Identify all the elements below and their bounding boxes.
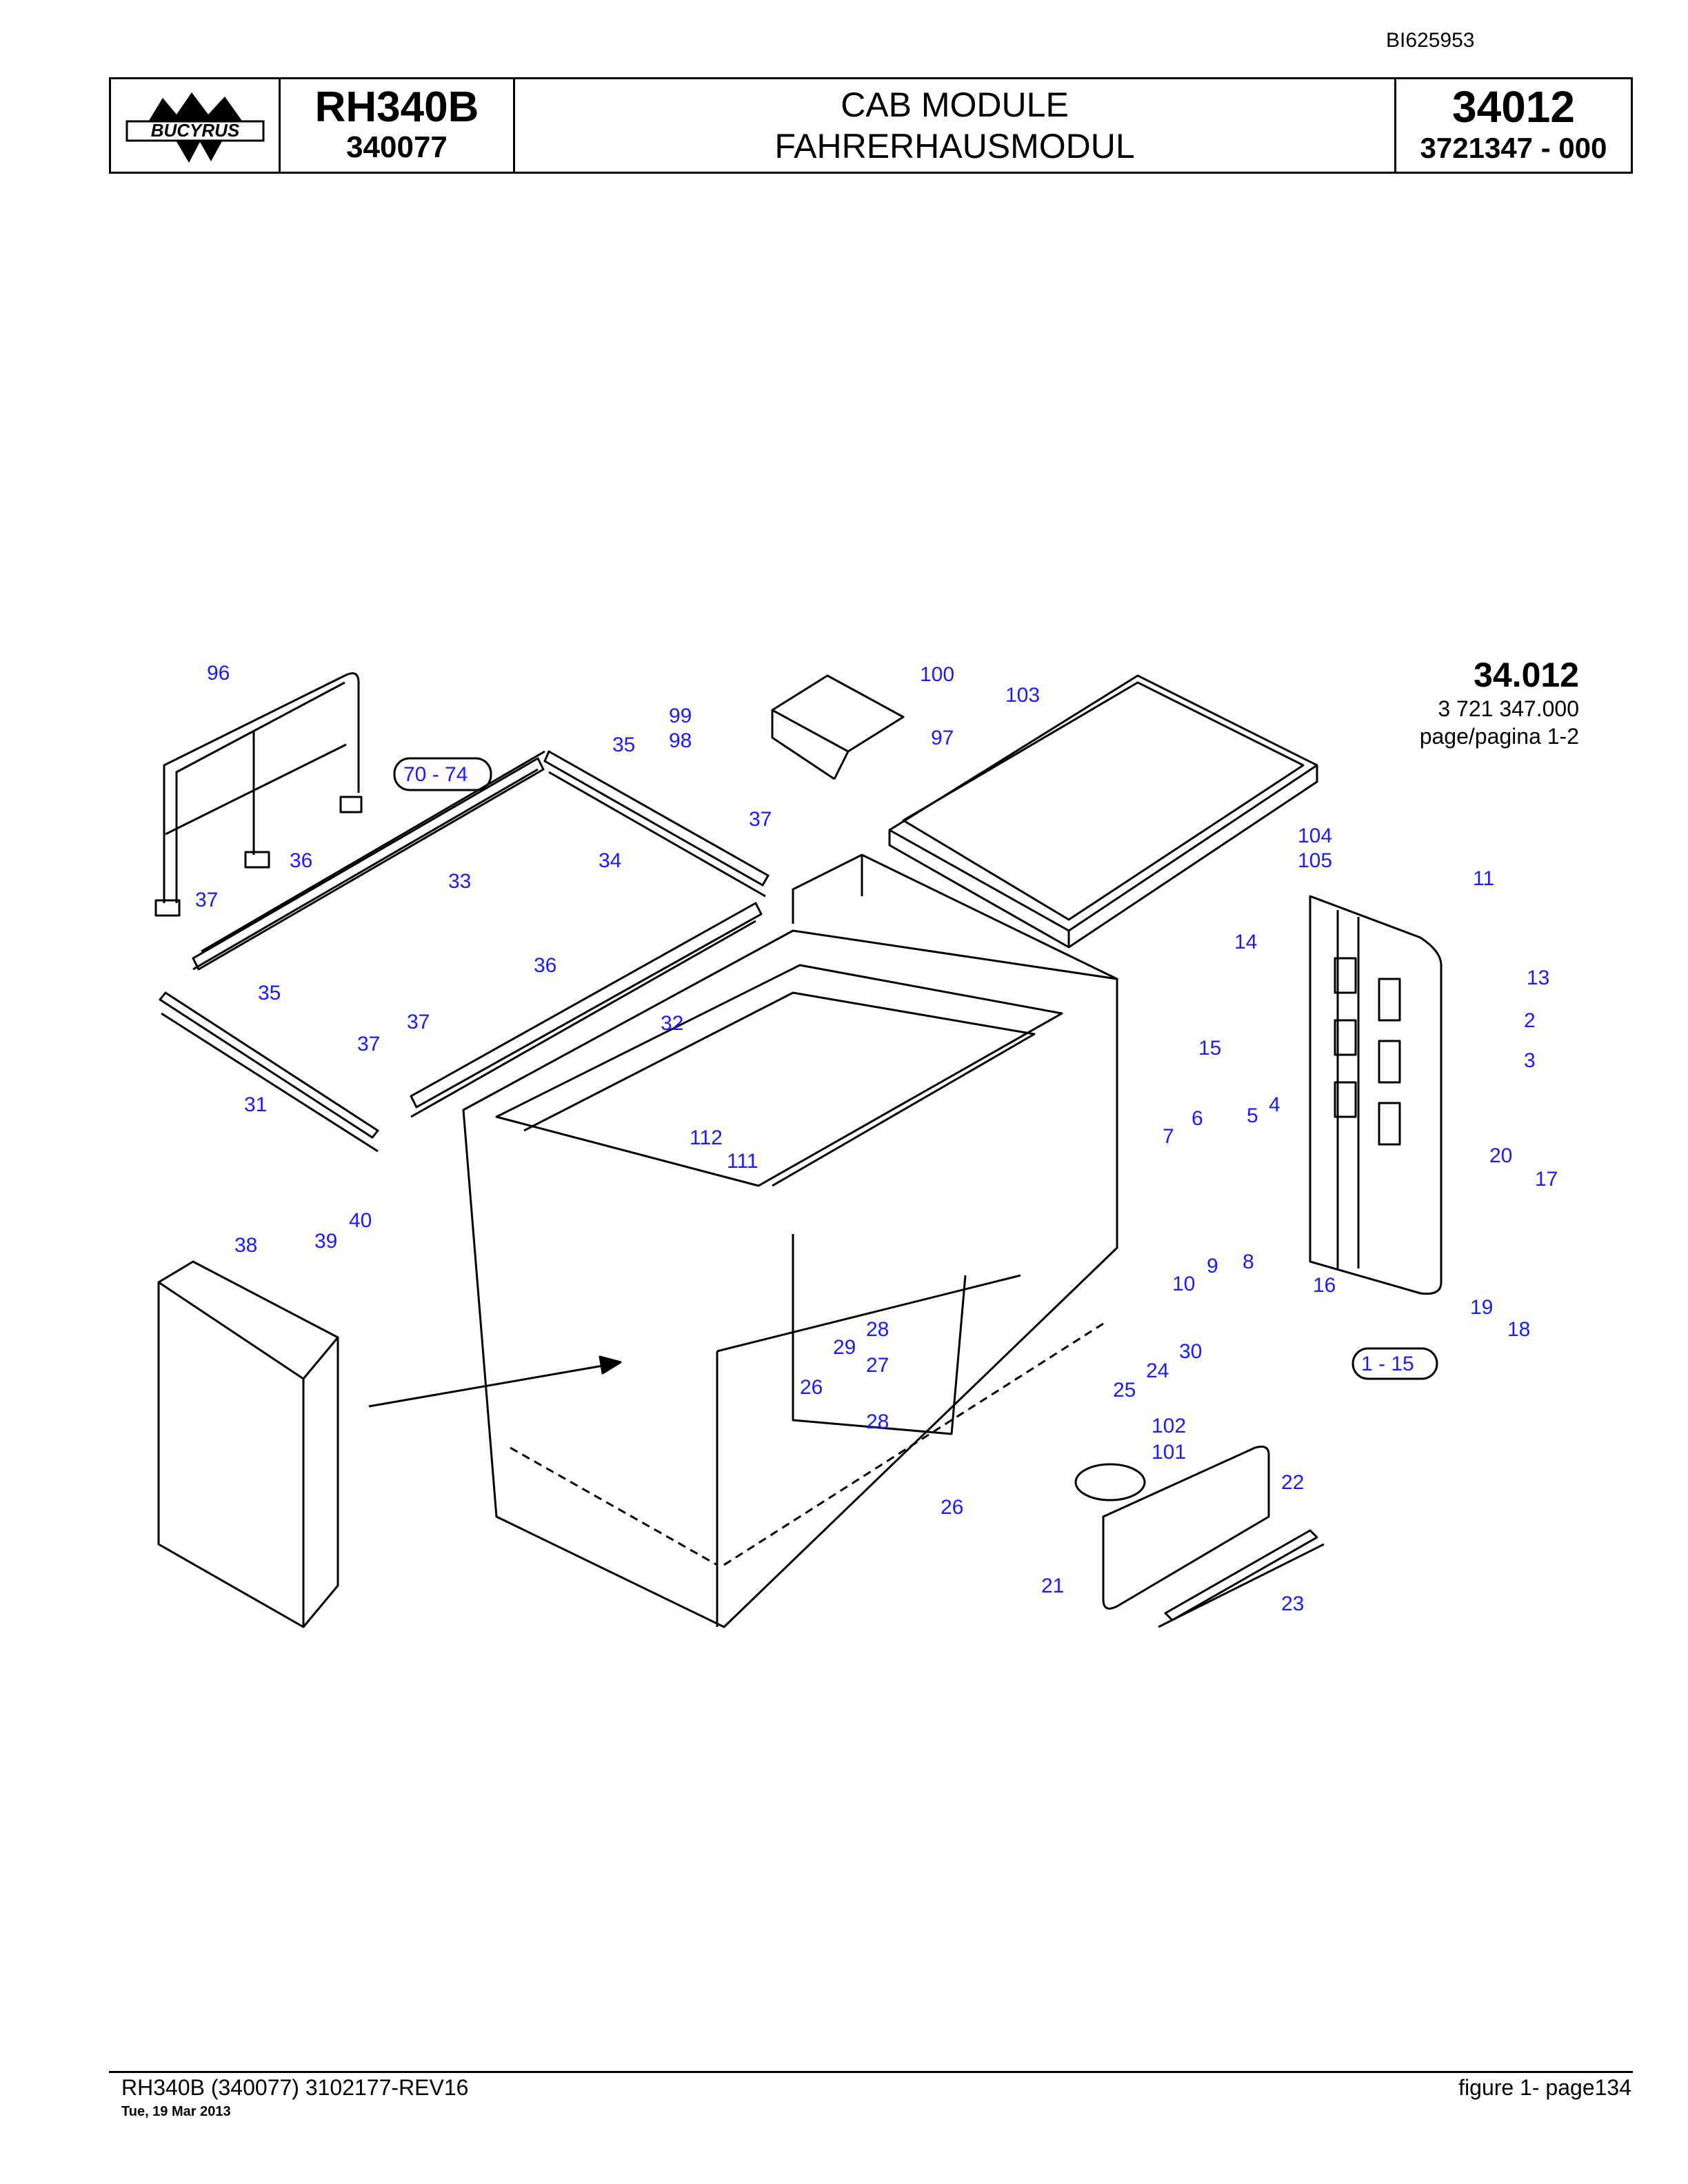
- callout-frames: [393, 757, 1438, 1380]
- callout-101: 101: [1152, 1441, 1186, 1464]
- window-panel-drawing: [1102, 1445, 1325, 1628]
- callout-37a: 37: [195, 889, 218, 911]
- callout-15: 15: [1198, 1037, 1221, 1060]
- callout-35a: 35: [612, 734, 635, 756]
- callout-39: 39: [314, 1230, 337, 1253]
- callout-20: 20: [1489, 1144, 1512, 1167]
- cab-shell-drawing: [462, 853, 1118, 1628]
- callout-24: 24: [1146, 1359, 1169, 1382]
- callout-33: 33: [448, 870, 471, 893]
- callout-16: 16: [1313, 1274, 1336, 1297]
- figure-reference: 34.012 3 721 347.000 page/pagina 1-2: [1352, 655, 1579, 750]
- door-panel-drawing: [1309, 895, 1443, 1295]
- cover-plate-drawing: [1074, 1463, 1146, 1502]
- callout-13: 13: [1527, 967, 1549, 989]
- callout-96: 96: [207, 662, 230, 685]
- model-cell: RH340B 340077: [281, 79, 515, 172]
- callout-37b: 37: [749, 808, 772, 831]
- callout-21: 21: [1041, 1575, 1064, 1597]
- bracket-drawing: [771, 674, 905, 780]
- model-name: RH340B: [314, 83, 479, 132]
- document-id: BI625953: [1386, 29, 1475, 52]
- leader-arrow: [368, 1364, 607, 1408]
- logo-cell: BUCYRUS: [111, 79, 281, 172]
- title-english: CAB MODULE: [841, 85, 1069, 124]
- callout-29: 29: [833, 1336, 856, 1359]
- callout-103: 103: [1005, 684, 1040, 707]
- callout-7: 7: [1163, 1125, 1174, 1148]
- footer-page-ref: figure 1- page134: [1458, 2075, 1631, 2100]
- callout-11: 11: [1473, 867, 1494, 890]
- footer-rule: [109, 2071, 1633, 2073]
- callout-28b: 28: [866, 1410, 889, 1433]
- title-german: FAHRERHAUSMODUL: [774, 127, 1135, 165]
- callout-14: 14: [1234, 931, 1257, 953]
- callout-19: 19: [1470, 1296, 1493, 1319]
- callout-40: 40: [349, 1209, 372, 1232]
- callout-98: 98: [669, 729, 692, 752]
- code-cell: 34012 3721347 - 000: [1396, 79, 1631, 172]
- callout-17: 17: [1535, 1168, 1558, 1191]
- callout-18: 18: [1507, 1318, 1530, 1341]
- callout-100: 100: [920, 663, 954, 686]
- serial-number: 340077: [346, 130, 448, 165]
- callout-6: 6: [1192, 1107, 1203, 1130]
- svg-text:BUCYRUS: BUCYRUS: [150, 120, 239, 141]
- callout-99: 99: [669, 705, 692, 727]
- callout-5: 5: [1247, 1104, 1258, 1127]
- callout-28a: 28: [866, 1318, 889, 1341]
- figure-number: 34.012: [1474, 656, 1579, 694]
- bucyrus-logo: BUCYRUS: [125, 92, 264, 163]
- callout-8: 8: [1243, 1251, 1254, 1273]
- callout-23: 23: [1281, 1593, 1304, 1615]
- title-block: BUCYRUS RH340B 340077 CAB MODULE FAHRERH…: [109, 77, 1633, 174]
- top-plate-drawing: [888, 674, 1318, 949]
- callout-4: 4: [1269, 1093, 1280, 1116]
- figure-part-number: 3 721 347.000: [1438, 696, 1579, 721]
- title-cell: CAB MODULE FAHRERHAUSMODUL: [515, 79, 1396, 172]
- callout-32: 32: [661, 1012, 683, 1035]
- callout-31: 31: [244, 1093, 267, 1116]
- callout-1-15: 1 - 15: [1361, 1353, 1414, 1375]
- part-number: 3721347 - 000: [1420, 132, 1607, 165]
- callout-3: 3: [1524, 1049, 1536, 1072]
- callout-26b: 26: [941, 1496, 963, 1519]
- callout-37d: 37: [407, 1011, 430, 1033]
- rail-drawing: [159, 750, 770, 1153]
- callout-9: 9: [1207, 1255, 1218, 1277]
- callout-35b: 35: [258, 982, 281, 1004]
- callout-36b: 36: [534, 954, 556, 977]
- callout-97: 97: [931, 727, 954, 749]
- callout-112: 112: [690, 1126, 723, 1149]
- callout-labels: 96 70 - 74 35 33 36 37 34 37 35 31 37 36…: [195, 662, 1558, 1615]
- callout-104: 104: [1298, 825, 1332, 847]
- callout-111: 111: [727, 1150, 758, 1173]
- callout-37c: 37: [357, 1033, 380, 1055]
- group-code: 34012: [1452, 82, 1575, 132]
- callout-70-74: 70 - 74: [403, 763, 468, 786]
- footer-date: Tue, 19 Mar 2013: [121, 2104, 231, 2119]
- callout-10: 10: [1172, 1273, 1195, 1295]
- side-door-drawing: [157, 1260, 339, 1628]
- figure-page: page/pagina 1-2: [1419, 724, 1579, 749]
- callout-38: 38: [234, 1234, 257, 1257]
- callout-34: 34: [599, 849, 621, 872]
- callout-22: 22: [1281, 1471, 1304, 1494]
- callout-26a: 26: [800, 1376, 823, 1399]
- handrail-drawing: [154, 672, 363, 917]
- callout-30: 30: [1179, 1340, 1202, 1363]
- callout-105: 105: [1298, 849, 1332, 872]
- footer-document-ref: RH340B (340077) 3102177-REV16: [121, 2075, 469, 2100]
- callout-25: 25: [1113, 1379, 1136, 1402]
- callout-27: 27: [866, 1354, 889, 1377]
- callout-102: 102: [1152, 1415, 1186, 1437]
- callout-36a: 36: [290, 849, 312, 872]
- callout-2: 2: [1524, 1009, 1536, 1032]
